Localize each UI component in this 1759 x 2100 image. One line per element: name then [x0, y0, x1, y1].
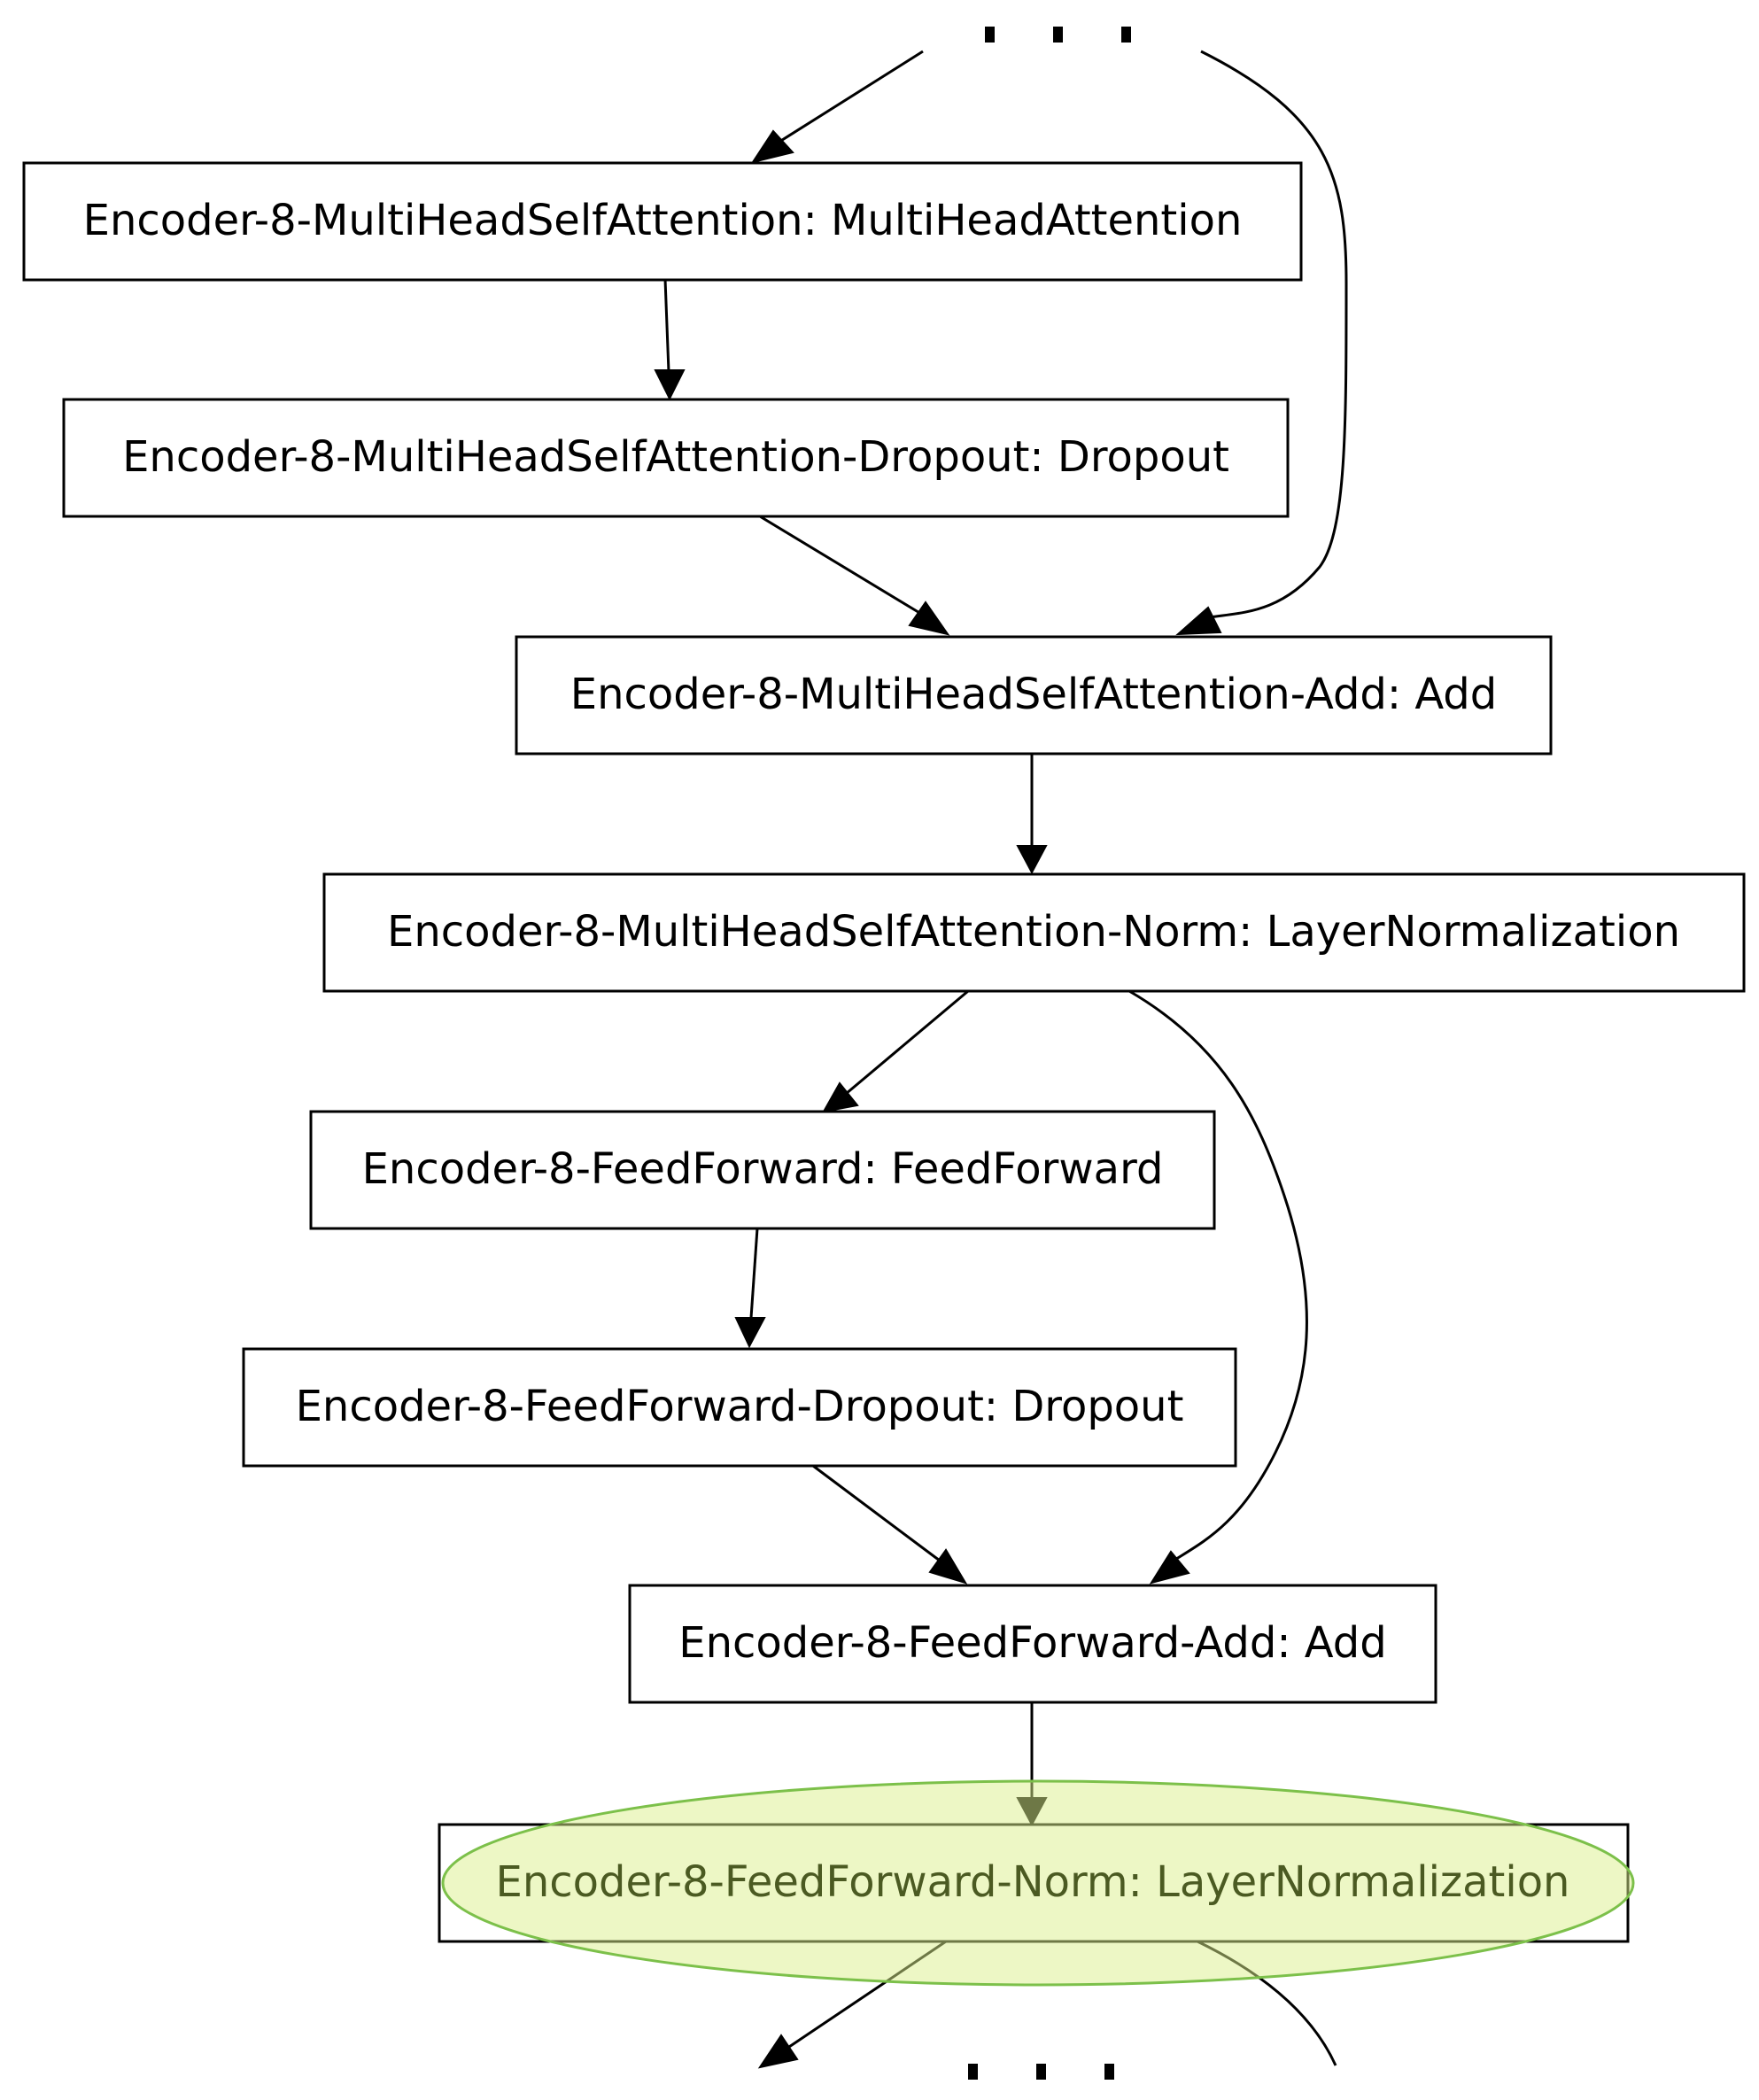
edge-norm-to-ff	[845, 989, 969, 1096]
node-label: Encoder-8-FeedForward-Add: Add	[678, 1618, 1386, 1668]
node-mhsa-dropout: Encoder-8-MultiHeadSelfAttention-Dropout…	[62, 398, 1290, 518]
highlight-ellipse	[441, 1779, 1635, 1987]
arrow-into-ff	[822, 1081, 859, 1113]
arrow-into-ff-add-left	[928, 1548, 968, 1585]
node-mhsa: Encoder-8-MultiHeadSelfAttention: MultiH…	[22, 161, 1303, 282]
arrow-into-mhsa-dropout	[654, 369, 686, 401]
node-label: Encoder-8-MultiHeadSelfAttention: MultiH…	[83, 196, 1243, 245]
top-ellipsis-icon	[985, 27, 1131, 43]
edge-norm-to-ff-add	[1128, 989, 1308, 1562]
edge-ff-to-ff-dropout	[749, 1228, 759, 1319]
node-label: Encoder-8-FeedForward-Dropout: Dropout	[296, 1382, 1184, 1431]
edge-dropout-to-mhsa-add	[759, 515, 922, 616]
arrow-into-mhsa	[750, 129, 794, 164]
node-ff-dropout: Encoder-8-FeedForward-Dropout: Dropout	[242, 1347, 1237, 1468]
node-mhsa-add: Encoder-8-MultiHeadSelfAttention-Add: Ad…	[515, 635, 1553, 756]
node-label: Encoder-8-FeedForward: FeedForward	[362, 1144, 1164, 1194]
node-label: Encoder-8-MultiHeadSelfAttention-Norm: L…	[387, 907, 1680, 957]
node-mhsa-norm: Encoder-8-MultiHeadSelfAttention-Norm: L…	[322, 872, 1746, 993]
edge-mhsa-to-dropout	[663, 278, 670, 373]
edges	[654, 50, 1348, 2069]
arrow-into-ff-dropout	[734, 1317, 766, 1349]
arrow-into-mhsa-add-left	[908, 601, 950, 636]
node-label: Encoder-8-FeedForward-Norm: LayerNormali…	[496, 1857, 1570, 1907]
edge-top-to-mhsa	[779, 50, 924, 143]
edge-top-to-mhsa-add	[1195, 50, 1348, 622]
node-ff-norm: Encoder-8-FeedForward-Norm: LayerNormali…	[438, 1779, 1635, 1987]
arrow-into-mhsa-add-right	[1175, 606, 1222, 636]
arrow-out-bottom-left	[757, 2034, 799, 2069]
bottom-ellipsis-icon	[968, 2064, 1114, 2080]
node-label: Encoder-8-MultiHeadSelfAttention-Add: Ad…	[570, 670, 1498, 719]
node-ff: Encoder-8-FeedForward: FeedForward	[309, 1110, 1216, 1230]
edge-ff-dropout-to-ff-add	[812, 1464, 944, 1565]
arrow-into-mhsa-norm	[1016, 845, 1048, 875]
node-label: Encoder-8-MultiHeadSelfAttention-Dropout…	[122, 432, 1229, 482]
arrow-into-ff-add-right	[1149, 1550, 1190, 1585]
node-ff-add: Encoder-8-FeedForward-Add: Add	[628, 1584, 1437, 1704]
